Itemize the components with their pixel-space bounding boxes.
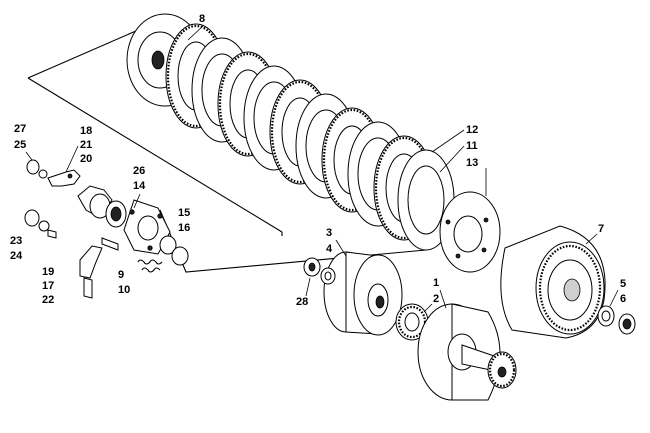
callout-6: 6 <box>620 293 626 305</box>
primary-drive-gear <box>417 303 517 401</box>
lifter-plate <box>123 199 171 255</box>
callout-28: 28 <box>296 296 308 308</box>
callout-24: 25 <box>14 139 26 151</box>
bolt-9 <box>101 237 119 251</box>
callout-1: 1 <box>433 277 439 289</box>
clutch-end-plate <box>439 191 501 273</box>
push-lever <box>79 245 103 299</box>
washer-5 <box>597 305 615 327</box>
callout-16: 16 <box>178 222 190 234</box>
release-lever-assembly <box>26 159 81 187</box>
callout-18: 18 <box>80 125 92 137</box>
callout-23: 23 <box>10 235 22 247</box>
callout-8: 8 <box>199 13 205 25</box>
washer-15-16 <box>159 235 189 266</box>
nut-6 <box>618 313 636 335</box>
callout-11: 11 <box>466 140 478 152</box>
callout-20: 20 <box>80 153 92 165</box>
callout-5: 5 <box>620 278 626 290</box>
callout-17: 17 <box>42 280 54 292</box>
callout-2: 2 <box>433 293 439 305</box>
release-cam <box>77 185 113 219</box>
callout-19: 19 <box>42 266 54 278</box>
washer-4 <box>320 267 336 285</box>
callout-22: 22 <box>42 294 54 306</box>
clutch-springs <box>137 259 163 273</box>
callout-4: 4 <box>326 243 333 255</box>
clutch-plate-stack <box>126 13 501 273</box>
release-bearing <box>105 200 127 228</box>
callout-9: 9 <box>118 269 124 281</box>
callout-10: 10 <box>118 284 130 296</box>
callout-25: 24 <box>10 250 23 262</box>
callout-15: 15 <box>178 207 190 219</box>
callout-labels: 8 27 25 18 21 20 26 14 15 16 23 24 19 17… <box>10 13 626 313</box>
nut-23-25 <box>24 209 57 239</box>
callout-12: 12 <box>466 124 478 136</box>
callout-26: 26 <box>133 165 145 177</box>
callout-3: 3 <box>326 227 332 239</box>
callout-14: 14 <box>133 180 146 192</box>
callout-21: 21 <box>80 139 92 151</box>
callout-13: 13 <box>466 157 478 169</box>
callout-27: 27 <box>14 123 26 135</box>
callout-7: 7 <box>598 223 604 235</box>
clutch-inner-hub <box>323 251 403 336</box>
clutch-outer-housing <box>500 225 606 339</box>
nut-28 <box>303 257 321 277</box>
